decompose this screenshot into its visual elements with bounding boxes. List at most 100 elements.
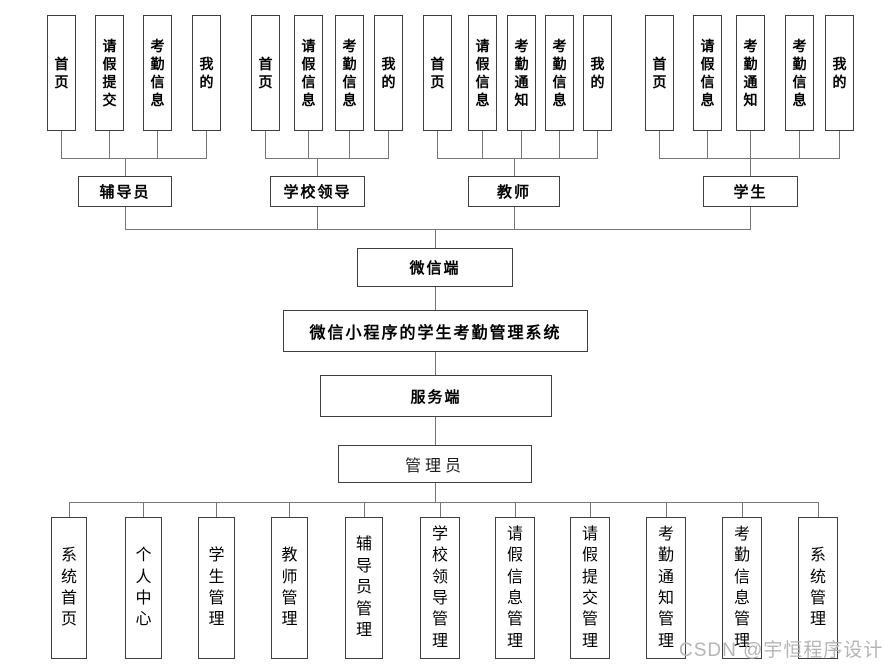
g3-node-attendance-notice-label: 考勤通知 <box>514 37 529 109</box>
g4-node-mine-label: 我的 <box>832 55 847 90</box>
connector-line <box>435 417 436 445</box>
connector-line <box>839 131 840 158</box>
connector-line <box>742 502 743 517</box>
g4-node-mine: 我的 <box>825 15 854 131</box>
g4-node-attendance-info-label: 考勤信息 <box>792 37 807 109</box>
connector-line <box>559 131 560 158</box>
connector-line <box>61 131 62 158</box>
g1-node-home-label: 首页 <box>54 55 69 90</box>
connector-line <box>437 131 438 158</box>
role-student-label: 学生 <box>733 184 768 201</box>
g3-node-mine: 我的 <box>583 15 612 131</box>
g1-node-leave-submission-label: 请假提交 <box>102 37 117 109</box>
connector-line <box>750 131 751 158</box>
connector-line <box>157 131 158 158</box>
system-title-label: 微信小程序的学生考勤管理系统 <box>309 325 562 342</box>
connector-line <box>597 131 598 158</box>
module-school-leader-mgmt: 学校领导管理 <box>420 517 460 659</box>
connector-line <box>125 158 126 176</box>
g1-node-attendance-info-label: 考勤信息 <box>150 37 165 109</box>
node-server-side: 服务端 <box>320 375 552 417</box>
node-system-title: 微信小程序的学生考勤管理系统 <box>283 310 588 352</box>
connector-line <box>482 131 483 158</box>
role-node-counselor: 辅导员 <box>78 176 172 207</box>
connector-line <box>435 352 436 375</box>
g3-node-leave-info-label: 请假信息 <box>475 37 490 109</box>
g3-node-attendance-notice: 考勤通知 <box>507 15 536 131</box>
administrator-label: 管理员 <box>404 458 465 475</box>
connector-line <box>514 207 515 229</box>
g1-node-mine: 我的 <box>192 15 221 131</box>
connector-line <box>515 502 516 517</box>
connector-line <box>435 287 436 310</box>
module-system-home: 系统首页 <box>51 517 87 659</box>
connector-line <box>707 131 708 158</box>
module-counselor-mgmt: 辅导员管理 <box>345 517 383 659</box>
connector-line <box>750 207 751 229</box>
csdn-watermark: CSDN @宇恒程序设计 <box>679 640 884 661</box>
g4-node-home-label: 首页 <box>652 55 667 90</box>
g1-node-mine-label: 我的 <box>199 55 214 90</box>
g3-node-leave-info: 请假信息 <box>468 15 497 131</box>
connector-line <box>317 207 318 229</box>
g2-node-mine-label: 我的 <box>381 55 396 90</box>
module-school-leader-mgmt-label: 学校领导管理 <box>431 525 448 650</box>
g4-node-attendance-notice: 考勤通知 <box>736 15 765 131</box>
module-leave-info-mgmt: 请假信息管理 <box>495 517 535 659</box>
g3-node-home: 首页 <box>423 15 452 131</box>
wechat-client-label: 微信端 <box>409 260 461 277</box>
g3-node-home-label: 首页 <box>430 55 445 90</box>
module-leave-info-mgmt-label: 请假信息管理 <box>506 525 523 650</box>
role-node-school-leader: 学校领导 <box>270 176 365 207</box>
connector-line <box>265 131 266 158</box>
connector-line <box>125 229 751 230</box>
g4-node-attendance-info: 考勤信息 <box>785 15 814 131</box>
module-system-mgmt-label: 系统管理 <box>809 547 826 629</box>
g4-node-leave-info: 请假信息 <box>693 15 722 131</box>
connector-line <box>388 131 389 158</box>
module-attendance-notice-mgmt: 考勤通知管理 <box>646 517 686 659</box>
role-node-student: 学生 <box>703 176 798 207</box>
node-administrator: 管理员 <box>338 445 532 483</box>
module-counselor-mgmt-label: 辅导员管理 <box>355 536 372 640</box>
role-node-teacher: 教师 <box>468 176 560 207</box>
module-system-mgmt: 系统管理 <box>798 517 838 659</box>
role-counselor-label: 辅导员 <box>99 184 151 201</box>
connector-line <box>440 502 441 517</box>
module-teacher-mgmt: 教师管理 <box>271 517 308 659</box>
module-personal-center-label: 个人中心 <box>135 547 152 629</box>
module-leave-submission-mgmt-label: 请假提交管理 <box>581 525 598 650</box>
g3-node-mine-label: 我的 <box>590 55 605 90</box>
module-student-mgmt-label: 学生管理 <box>208 547 225 629</box>
node-wechat-client: 微信端 <box>357 248 513 287</box>
g2-node-home: 首页 <box>251 15 280 131</box>
connector-line <box>521 131 522 158</box>
connector-line <box>308 131 309 158</box>
module-personal-center: 个人中心 <box>125 517 162 659</box>
connector-line <box>666 502 667 517</box>
connector-line <box>206 131 207 158</box>
connector-line <box>69 502 70 517</box>
server-side-label: 服务端 <box>410 388 462 406</box>
module-system-home-label: 系统首页 <box>60 547 77 629</box>
g4-node-home: 首页 <box>645 15 674 131</box>
g2-node-home-label: 首页 <box>258 55 273 90</box>
g2-node-leave-info: 请假信息 <box>294 15 323 131</box>
connector-line <box>265 158 389 159</box>
g2-node-attendance-info-label: 考勤信息 <box>342 37 357 109</box>
connector-line <box>143 502 144 517</box>
connector-line <box>750 158 751 176</box>
g1-node-leave-submission: 请假提交 <box>95 15 124 131</box>
g3-node-attendance-info-label: 考勤信息 <box>552 37 567 109</box>
connector-line <box>799 131 800 158</box>
connector-line <box>514 158 515 176</box>
connector-line <box>69 502 819 503</box>
g2-node-leave-info-label: 请假信息 <box>301 37 316 109</box>
connector-line <box>349 131 350 158</box>
connector-line <box>659 131 660 158</box>
connector-line <box>125 207 126 229</box>
g1-node-home: 首页 <box>47 15 76 131</box>
connector-line <box>216 502 217 517</box>
g4-node-leave-info-label: 请假信息 <box>700 37 715 109</box>
